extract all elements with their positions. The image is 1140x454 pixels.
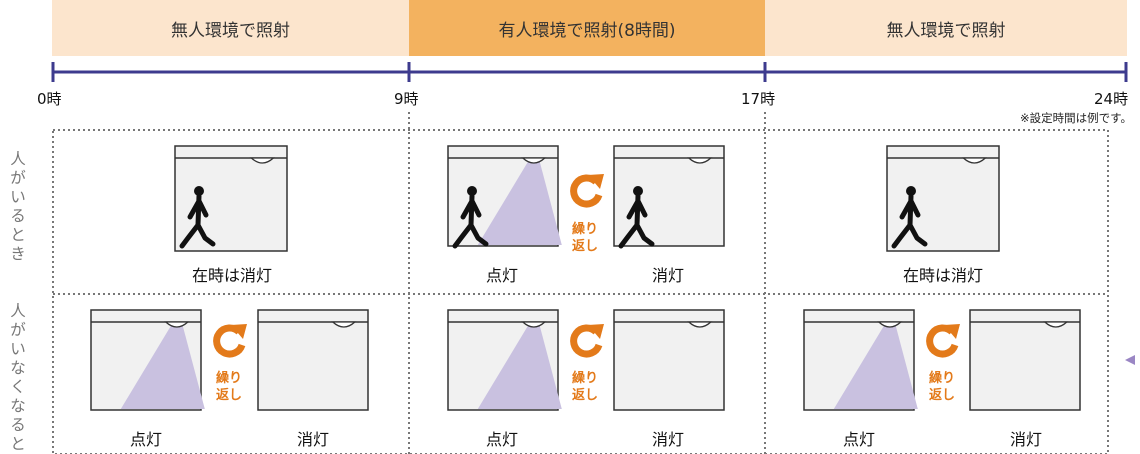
- ceiling-lamp-icon: [331, 321, 357, 328]
- repeat-arc: [213, 324, 246, 358]
- room-box: [969, 309, 1081, 411]
- caption-light-on-r2c: 点灯: [842, 430, 876, 449]
- band-manned: 有人環境で照射(8時間): [409, 0, 765, 56]
- room-present-off: [613, 145, 725, 249]
- person-head-icon: [906, 186, 916, 196]
- light-beam: [477, 162, 562, 245]
- tick-0: 0時: [37, 90, 62, 108]
- room-absent-off-3: [969, 309, 1081, 411]
- repeat-arc: [570, 324, 603, 358]
- repeat-label-r2a: 繰り 返し: [215, 371, 242, 403]
- ceiling-lamp-icon: [521, 157, 547, 164]
- room-absent-on-2: [447, 309, 562, 411]
- repeat-arc: [570, 174, 603, 208]
- room-present-2: [886, 145, 1000, 252]
- caption-light-off-r2a: 消灯: [296, 430, 330, 449]
- person-head-icon: [467, 186, 477, 196]
- repeat-arrowhead: [588, 174, 604, 189]
- row-label-present: 人がいるとき: [10, 150, 26, 263]
- walking-person-icon: [452, 193, 489, 249]
- repeat-arrowhead: [231, 324, 247, 339]
- tick-9: 9時: [394, 90, 419, 108]
- room-absent-on-3: [803, 309, 918, 411]
- repeat-arc: [926, 324, 959, 358]
- light-beam: [477, 326, 562, 409]
- repeat-label-r1: 繰り 返し: [571, 222, 598, 254]
- light-beam: [120, 326, 205, 409]
- band-label: 無人環境で照射: [886, 20, 1006, 41]
- band-label: 有人環境で照射(8時間): [498, 20, 676, 41]
- ceiling-lamp-icon: [961, 157, 988, 164]
- ceiling-lamp-icon: [687, 157, 713, 164]
- room-present-on: [447, 145, 562, 249]
- ceiling-lamp-icon: [1043, 321, 1069, 328]
- person-head-icon: [633, 186, 643, 196]
- band-unmanned-1: 無人環境で照射: [52, 0, 409, 56]
- room-absent-on-1: [90, 309, 205, 411]
- room-absent-off-2: [613, 309, 725, 411]
- ceiling-lamp-icon: [877, 321, 903, 328]
- example-note: ※設定時間は例です。: [1020, 111, 1132, 125]
- caption-light-on-r1: 点灯: [485, 266, 519, 285]
- caption-light-off-r2c: 消灯: [1009, 430, 1043, 449]
- caption-light-off-r2b: 消灯: [651, 430, 685, 449]
- row-label-absent: 人がいなくなると: [10, 302, 26, 453]
- caption-light-on-r2a: 点灯: [129, 430, 163, 449]
- caption-in-off-1: 在時は消灯: [191, 266, 273, 285]
- repeat-arrowhead: [588, 324, 604, 339]
- walking-person-icon: [618, 193, 655, 249]
- tick-17: 17時: [741, 90, 776, 108]
- person-head-icon: [194, 186, 204, 196]
- repeat-label-r2c: 繰り 返し: [928, 371, 955, 403]
- room-box: [257, 309, 369, 411]
- caption-light-on-r2b: 点灯: [485, 430, 519, 449]
- ceiling-lamp-icon: [164, 321, 190, 328]
- repeat-arrowhead: [944, 324, 960, 339]
- ceiling-lamp-icon: [687, 321, 713, 328]
- room-present-1: [174, 145, 288, 252]
- tick-24: 24時: [1094, 90, 1129, 108]
- ceiling-lamp-icon: [249, 157, 276, 164]
- caption-in-off-2: 在時は消灯: [902, 266, 984, 285]
- repeat-icon-r2a: [213, 324, 247, 358]
- walking-person-icon: [179, 193, 216, 249]
- repeat-icon-r2c: [926, 324, 960, 358]
- caption-light-off-r1: 消灯: [651, 266, 685, 285]
- band-unmanned-2: 無人環境で照射: [765, 0, 1127, 56]
- room-absent-off-1: [257, 309, 369, 411]
- repeat-icon-r1: [570, 174, 604, 208]
- repeat-label-r2b: 繰り 返し: [571, 371, 598, 403]
- room-box: [613, 309, 725, 411]
- walking-person-icon: [891, 193, 928, 249]
- band-label: 無人環境で照射: [171, 20, 290, 41]
- light-beam: [833, 326, 918, 409]
- ceiling-lamp-icon: [521, 321, 547, 328]
- repeat-icon-r2b: [570, 324, 604, 358]
